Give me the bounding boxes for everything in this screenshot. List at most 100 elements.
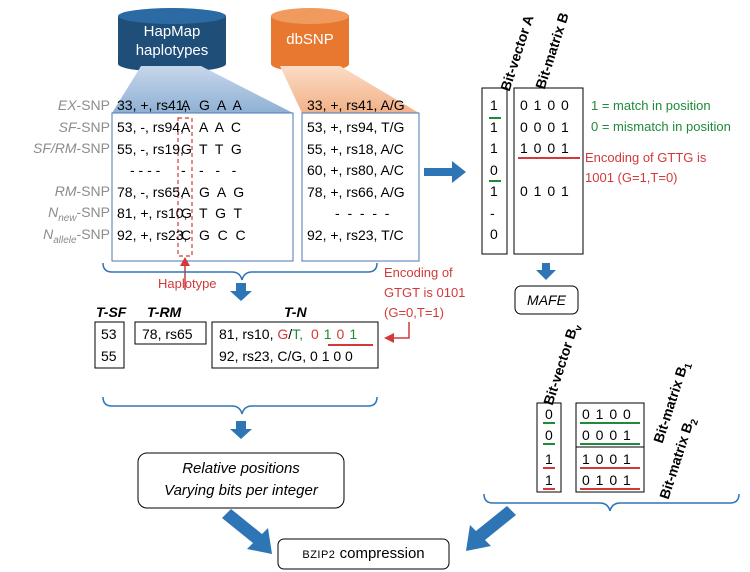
haplotype-arrowhead bbox=[180, 257, 190, 266]
bit-matrix-b-row: 0 1 0 1 bbox=[520, 183, 570, 199]
hapmap-row-alleles: G C C bbox=[199, 227, 246, 243]
dbsnp-row: - - - - - bbox=[335, 205, 390, 221]
trm-value: 78, rs65 bbox=[142, 326, 193, 342]
dbsnp-funnel bbox=[280, 66, 419, 113]
tsf-box bbox=[94, 321, 125, 369]
hapmap-row-id: 53, -, rs94, bbox=[117, 119, 184, 135]
tsf-value-1: 53 bbox=[101, 326, 117, 342]
snp-label-suffix: -SNP bbox=[76, 97, 110, 113]
dbsnp-title: dbSNP bbox=[286, 31, 334, 48]
bit-matrix-b-row: 1 0 0 1 bbox=[520, 140, 570, 156]
hapmap-table-box bbox=[111, 112, 294, 262]
encoding-gtgt-line1: Encoding of bbox=[384, 265, 453, 280]
bit-matrix-b-row: 0 1 0 0 bbox=[520, 97, 570, 113]
bit-vector-a-box bbox=[481, 87, 508, 255]
middle-bracket bbox=[102, 396, 378, 415]
bit-vector-a-value: 1 bbox=[490, 140, 498, 156]
encoding-gtgt-line2: GTGT is 0101 bbox=[384, 285, 466, 300]
bit-matrix-b2-row: 1 0 0 1 bbox=[582, 451, 632, 467]
snp-label-suffix: -SNP bbox=[76, 226, 110, 242]
compression-word: compression bbox=[335, 545, 425, 562]
hapmap-row-alleles: - - - bbox=[199, 162, 237, 178]
snp-label-suffix: -SNP bbox=[76, 140, 110, 156]
snp-label-prefix: RM bbox=[54, 183, 77, 199]
snp-label: SF/RM-SNP bbox=[0, 140, 110, 156]
hapmap-row-id: - - - - bbox=[130, 162, 161, 178]
tn-row1-t: T, bbox=[292, 326, 304, 342]
tn-row-2: 92, rs23, C/G, 0 1 0 0 bbox=[219, 348, 353, 364]
dbsnp-row: 78, +, rs66, A/G bbox=[307, 184, 405, 200]
hapmap-row-first-allele: G bbox=[181, 205, 192, 221]
hapmap-row-first-allele: G bbox=[181, 141, 192, 157]
bit-vector-a-value: 0 bbox=[490, 226, 498, 242]
legend-mismatch: 0 = mismatch in position bbox=[591, 119, 731, 134]
bit-matrix-b2-row: 0 1 0 1 bbox=[582, 472, 632, 488]
trm-box bbox=[134, 321, 207, 345]
hapmap-row-first-allele: C bbox=[181, 227, 192, 243]
relative-line-1: Relative positions bbox=[182, 460, 300, 477]
hapmap-row-alleles: G A A bbox=[199, 97, 242, 113]
hapmap-row-alleles: T G T bbox=[199, 205, 243, 221]
top-bracket bbox=[102, 262, 378, 281]
dbsnp-table-box bbox=[301, 112, 420, 262]
encoding-arrow bbox=[392, 322, 410, 339]
relative-positions-box bbox=[137, 452, 345, 509]
bit-vector-bv-value: 1 bbox=[545, 451, 553, 467]
snp-label-suffix: -SNP bbox=[76, 119, 110, 135]
bit-matrix-b1-row: 0 0 0 1 bbox=[582, 427, 632, 443]
hapmap-row-id: 78, -, rs65, bbox=[117, 184, 184, 200]
snp-label-prefix: SF bbox=[58, 119, 77, 135]
hapmap-row-id: 92, +, rs23, bbox=[117, 227, 188, 243]
bit-vector-a-value: 1 bbox=[490, 97, 498, 113]
tn-bit: 1 bbox=[323, 326, 333, 342]
hapmap-row-id: 33, +, rs41, bbox=[117, 97, 188, 113]
hapmap-row-id: 81, +, rs10, bbox=[117, 205, 188, 221]
arrow-left-to-compression bbox=[222, 509, 272, 554]
snp-label-suffix: -SNP bbox=[76, 183, 110, 199]
snp-label-prefix: N bbox=[48, 204, 59, 220]
tn-row1-g: G bbox=[277, 326, 289, 342]
trm-title: T-RM bbox=[147, 304, 182, 320]
snp-label-prefix: EX bbox=[57, 97, 77, 113]
relative-line-2: Varying bits per integer bbox=[164, 482, 318, 499]
legend-match: 1 = match in position bbox=[591, 98, 711, 113]
bit-vector-a-value: 0 bbox=[490, 162, 498, 178]
hapmap-row-alleles: T T G bbox=[199, 141, 242, 157]
bzip2-smallcaps: BZIP2 bbox=[302, 549, 336, 561]
tn-row1-prefix: 81, rs10, bbox=[219, 326, 274, 342]
compression-box bbox=[277, 538, 450, 570]
haplotype-dashed-box bbox=[177, 117, 193, 257]
bit-matrix-b1-row: 0 1 0 0 bbox=[582, 406, 632, 422]
snp-label-sub: allele bbox=[53, 234, 77, 246]
arrow-down-to-tables bbox=[230, 283, 252, 301]
encoding-gttg-line1: Encoding of GTTG is bbox=[585, 150, 707, 165]
snp-label: RM-SNP bbox=[0, 183, 110, 199]
hapmap-row-first-allele: A bbox=[181, 97, 191, 113]
hapmap-row-alleles: A A C bbox=[199, 119, 242, 135]
tn-bit: 0 bbox=[336, 326, 346, 342]
snp-label-prefix: N bbox=[43, 226, 54, 242]
snp-label: SF-SNP bbox=[0, 119, 110, 135]
bit-vector-bv-value: 0 bbox=[545, 406, 553, 422]
mafe-label: MAFE bbox=[527, 292, 566, 308]
compression-label: BZIP2 compression bbox=[278, 545, 449, 562]
arrow-to-relative bbox=[230, 421, 252, 439]
tsf-title: T-SF bbox=[96, 304, 127, 320]
haplotype-label: Haplotype bbox=[158, 276, 217, 291]
hapmap-row-first-allele: A bbox=[181, 119, 191, 135]
hapmap-row-id: 55, -, rs19, bbox=[117, 141, 184, 157]
snp-label: Nnew-SNP bbox=[0, 204, 110, 224]
tn-bit: 1 bbox=[349, 326, 359, 342]
hapmap-row-alleles: G A G bbox=[199, 184, 245, 200]
bit-vector-bv-box bbox=[536, 402, 562, 493]
hapmap-row-first-allele: A bbox=[181, 184, 191, 200]
dbsnp-database-cylinder bbox=[271, 8, 349, 72]
dbsnp-row: 60, +, rs80, A/C bbox=[307, 162, 404, 178]
tsf-value-2: 55 bbox=[101, 348, 117, 364]
snp-label: Nallele-SNP bbox=[0, 226, 110, 246]
hapmap-title: HapMap haplotypes bbox=[135, 23, 209, 59]
arrow-to-bit-vector bbox=[424, 161, 466, 183]
